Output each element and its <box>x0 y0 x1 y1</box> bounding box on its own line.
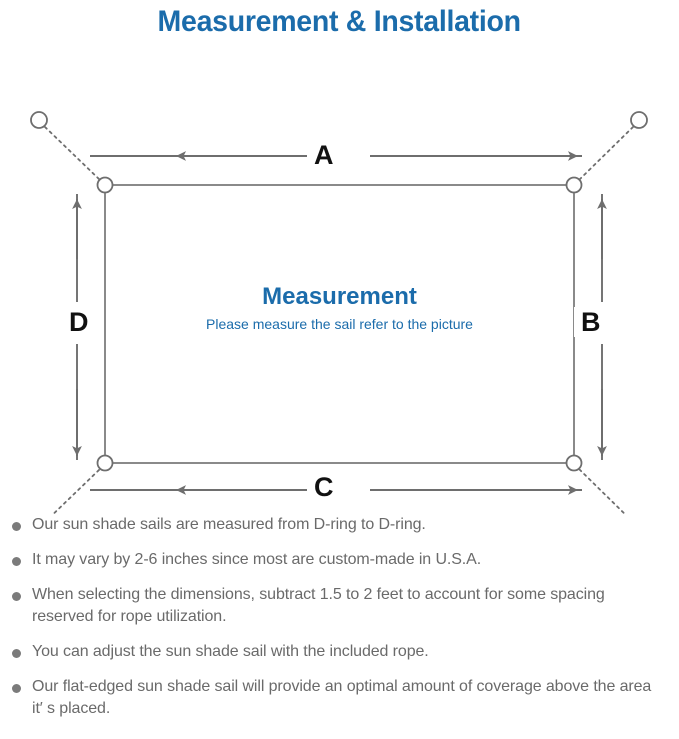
sail-outline <box>104 184 575 464</box>
dimension-label-a: A <box>307 140 341 170</box>
d-ring-bottom-right-icon <box>565 454 583 472</box>
anchor-rings <box>30 111 648 129</box>
anchor-top-right-icon <box>630 111 648 129</box>
list-item: Our flat-edged sun shade sail will provi… <box>0 676 679 720</box>
note-text: You can adjust the sun shade sail with t… <box>32 643 429 660</box>
list-item: It may vary by 2-6 inches since most are… <box>0 549 679 571</box>
rope-top-left <box>44 126 101 181</box>
list-item: When selecting the dimensions, subtract … <box>0 584 679 628</box>
d-ring-top-right-icon <box>565 176 583 194</box>
d-ring-bottom-left-icon <box>96 454 114 472</box>
bullet-icon <box>12 557 21 566</box>
list-item: You can adjust the sun shade sail with t… <box>0 641 679 663</box>
bullet-icon <box>12 649 21 658</box>
note-text: Our flat-edged sun shade sail will provi… <box>32 678 652 717</box>
dimension-label-c: C <box>307 472 341 502</box>
note-text: It may vary by 2-6 inches since most are… <box>32 551 482 568</box>
anchor-top-left-icon <box>30 111 48 129</box>
diagram-canvas <box>30 111 648 514</box>
bullet-icon <box>12 522 21 531</box>
list-item: Our sun shade sails are measured from D-… <box>0 514 679 536</box>
note-text: When selecting the dimensions, subtract … <box>32 586 605 625</box>
dimension-label-d: D <box>62 307 96 337</box>
d-rings <box>96 176 583 472</box>
sail-measurement-diagram: Measurement Please measure the sail refe… <box>0 44 679 514</box>
note-text: Our sun shade sails are measured from D-… <box>32 516 426 533</box>
rope-bottom-right <box>578 468 627 514</box>
d-ring-top-left-icon <box>96 176 114 194</box>
rope-lines <box>44 126 634 514</box>
bullet-icon <box>12 684 21 693</box>
dimension-label-b: B <box>574 307 608 337</box>
bullet-icon <box>12 592 21 601</box>
page-title: Measurement & Installation <box>157 5 522 38</box>
rope-bottom-left <box>52 468 101 514</box>
notes-list: Our sun shade sails are measured from D-… <box>0 514 679 733</box>
rope-top-right <box>578 126 634 181</box>
page-header: Measurement & Installation <box>0 0 679 44</box>
